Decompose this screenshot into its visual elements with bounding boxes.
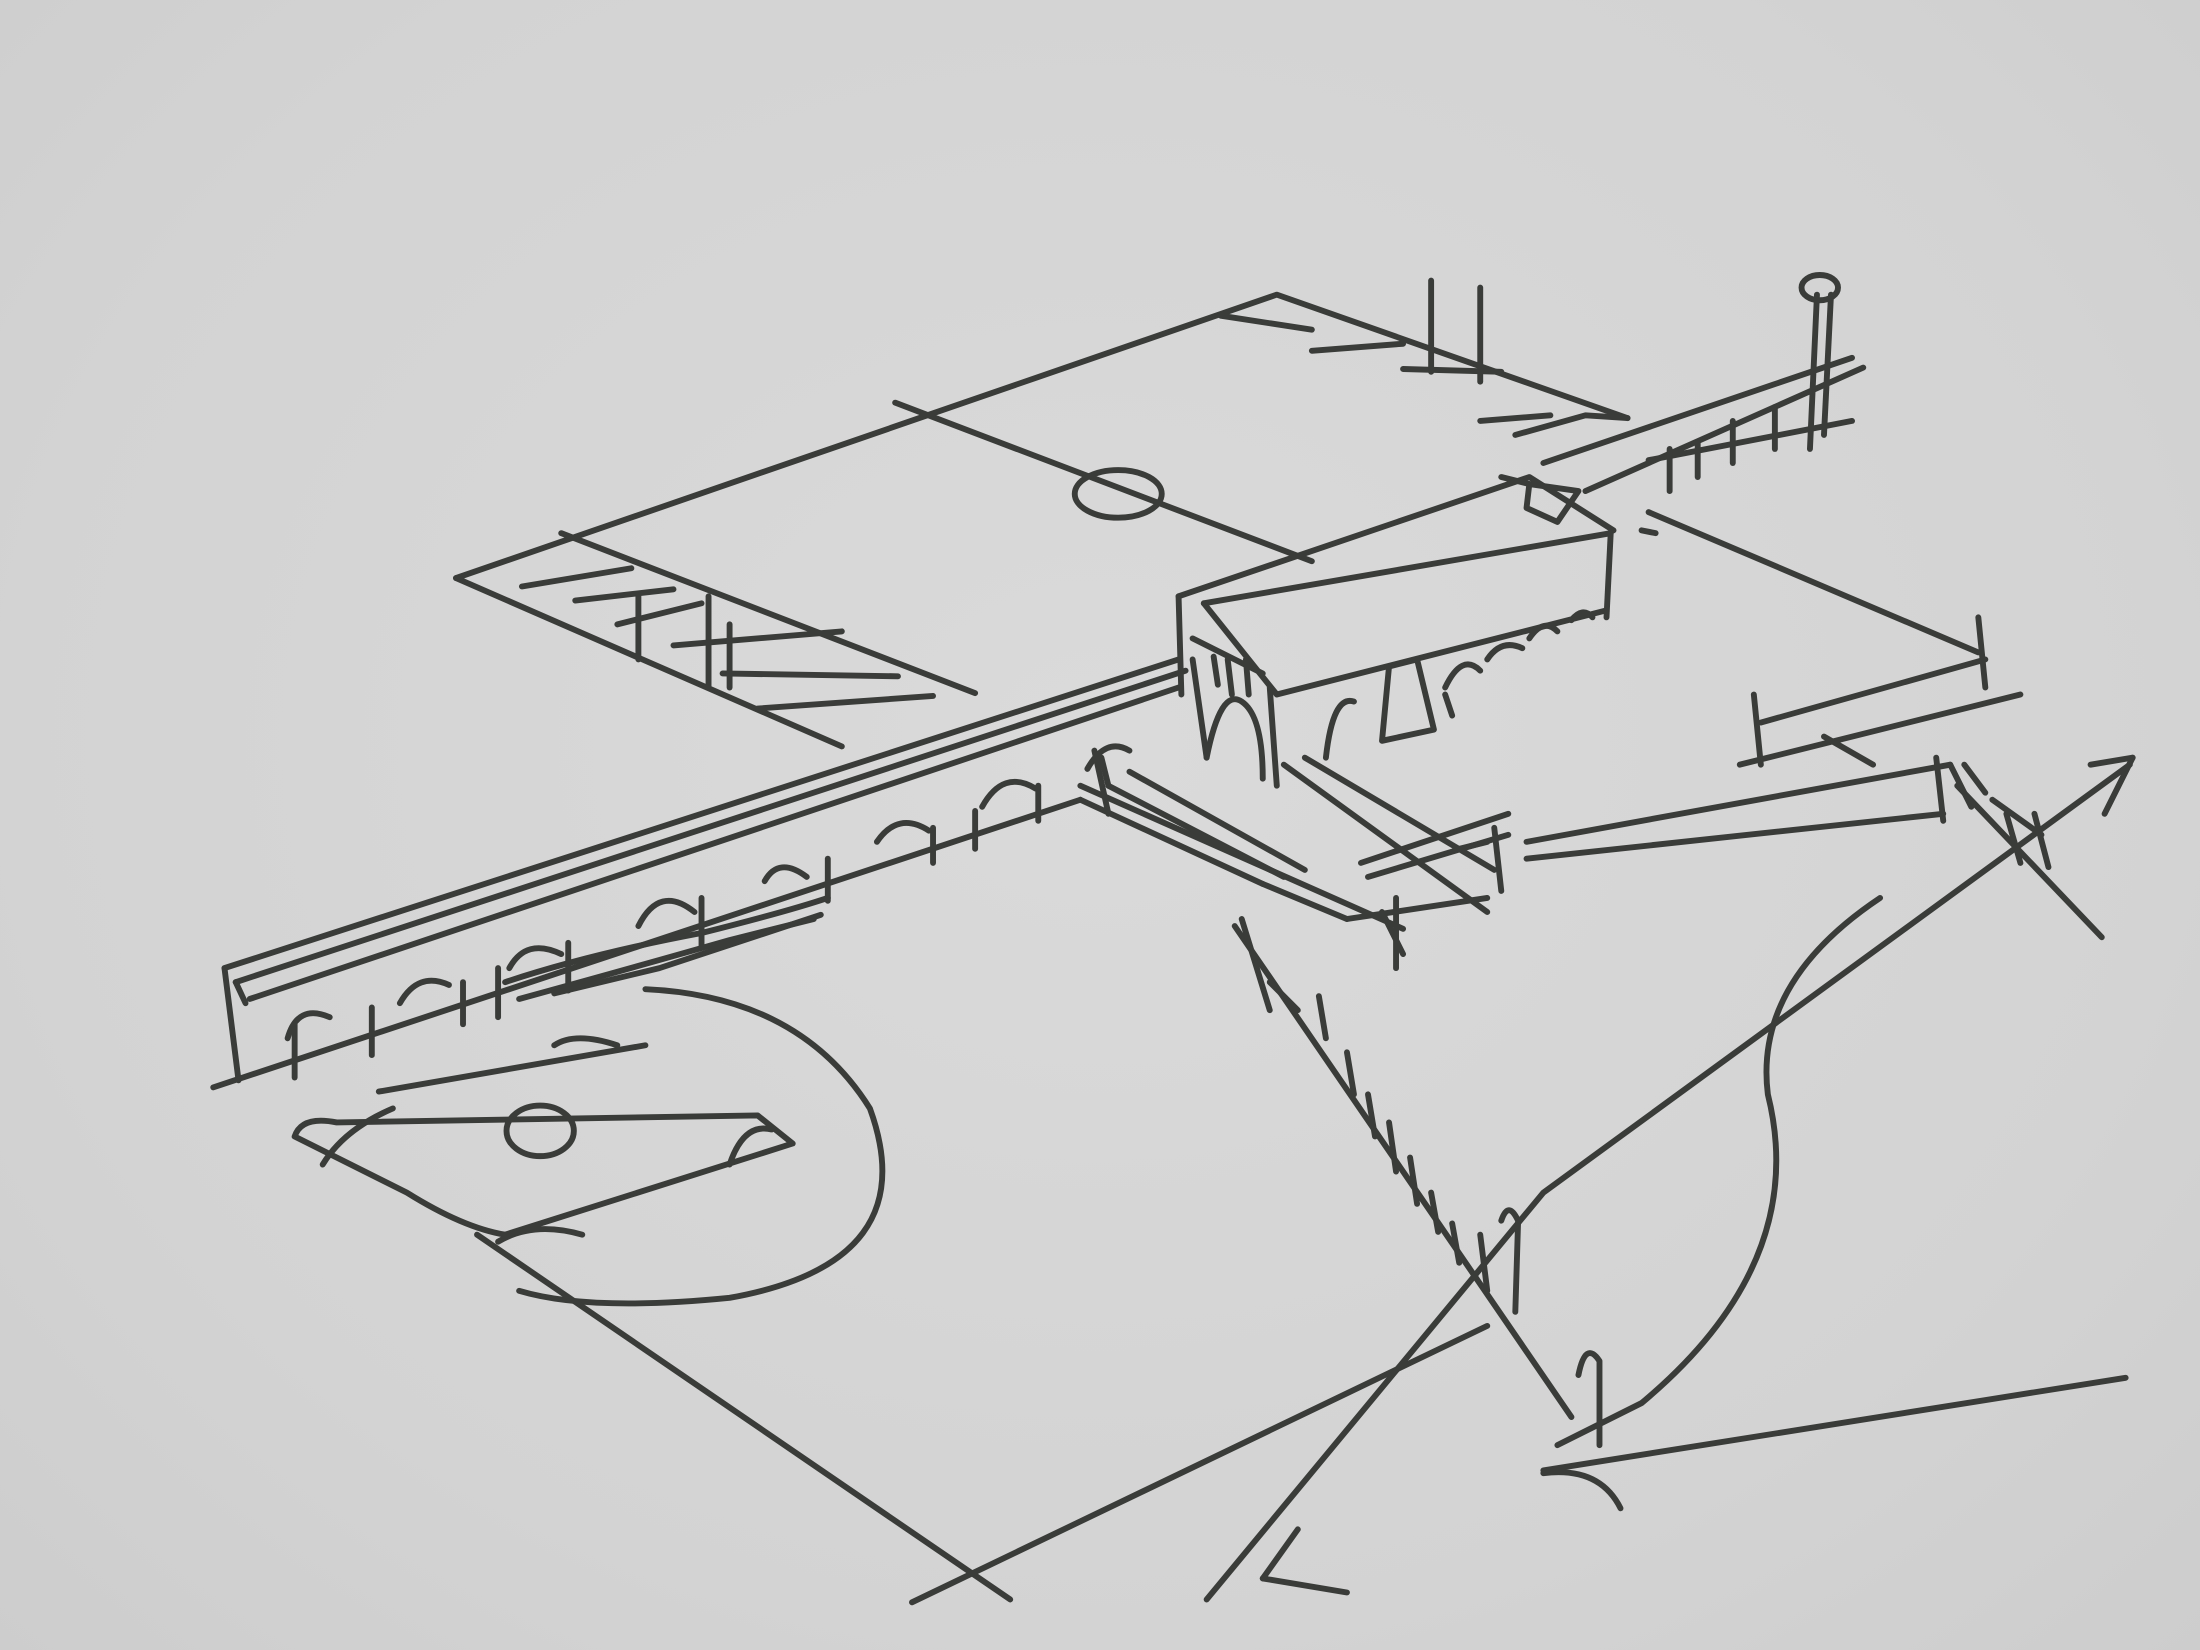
- central-building: [1175, 474, 1617, 789]
- sports-field: [453, 277, 1631, 750]
- walkway-connector: [1077, 747, 1498, 972]
- tower-ramp: [1540, 272, 1867, 495]
- pavilion-yard: [1358, 509, 2024, 894]
- sketch-strokes: [210, 272, 2136, 1606]
- site-paths: [474, 754, 2136, 1606]
- arcade-building: [210, 656, 1189, 1091]
- ball-field: [291, 986, 886, 1307]
